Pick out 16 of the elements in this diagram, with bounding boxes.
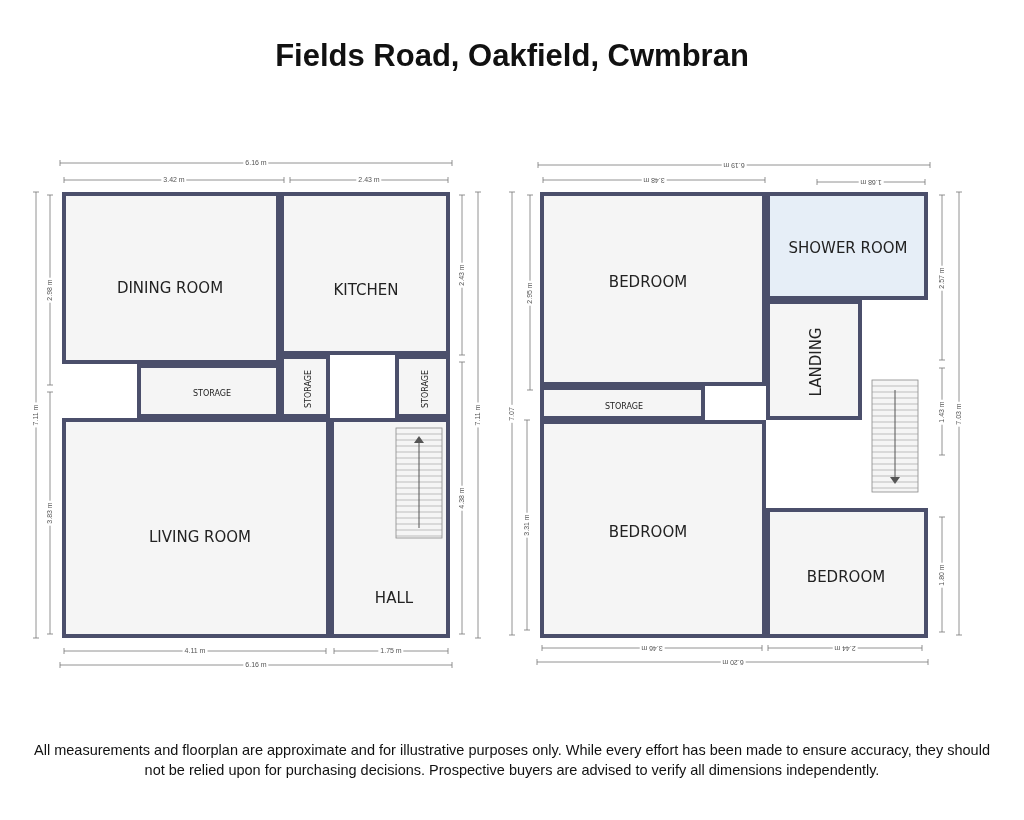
room-label: SHOWER ROOM [788, 239, 908, 257]
room-label: BEDROOM [806, 568, 886, 586]
room-label: KITCHEN [333, 281, 399, 299]
room-label: STORAGE [604, 401, 644, 411]
disclaimer-caption: All measurements and floorplan are approximate and for illustrative purposes only. While every effort has been made to ensure accuracy, they should not be relied upon for purchasing decisions. Prospective buyers are advised to verify all dimensions independently. [33, 741, 991, 780]
room-outline [766, 508, 928, 638]
room-label: STORAGE [192, 388, 232, 398]
room-label: HALL [374, 589, 414, 607]
room-label: LIVING ROOM [148, 528, 252, 546]
room-label: BEDROOM [608, 523, 688, 541]
room-label: STORAGE [303, 369, 313, 409]
room-label: BEDROOM [608, 273, 688, 291]
plan-title: Fields Road, Oakfield, Cwmbran [275, 38, 749, 74]
room-label: LANDING [807, 327, 825, 397]
room-label: DINING ROOM [116, 279, 224, 297]
room-label: STORAGE [420, 369, 430, 409]
